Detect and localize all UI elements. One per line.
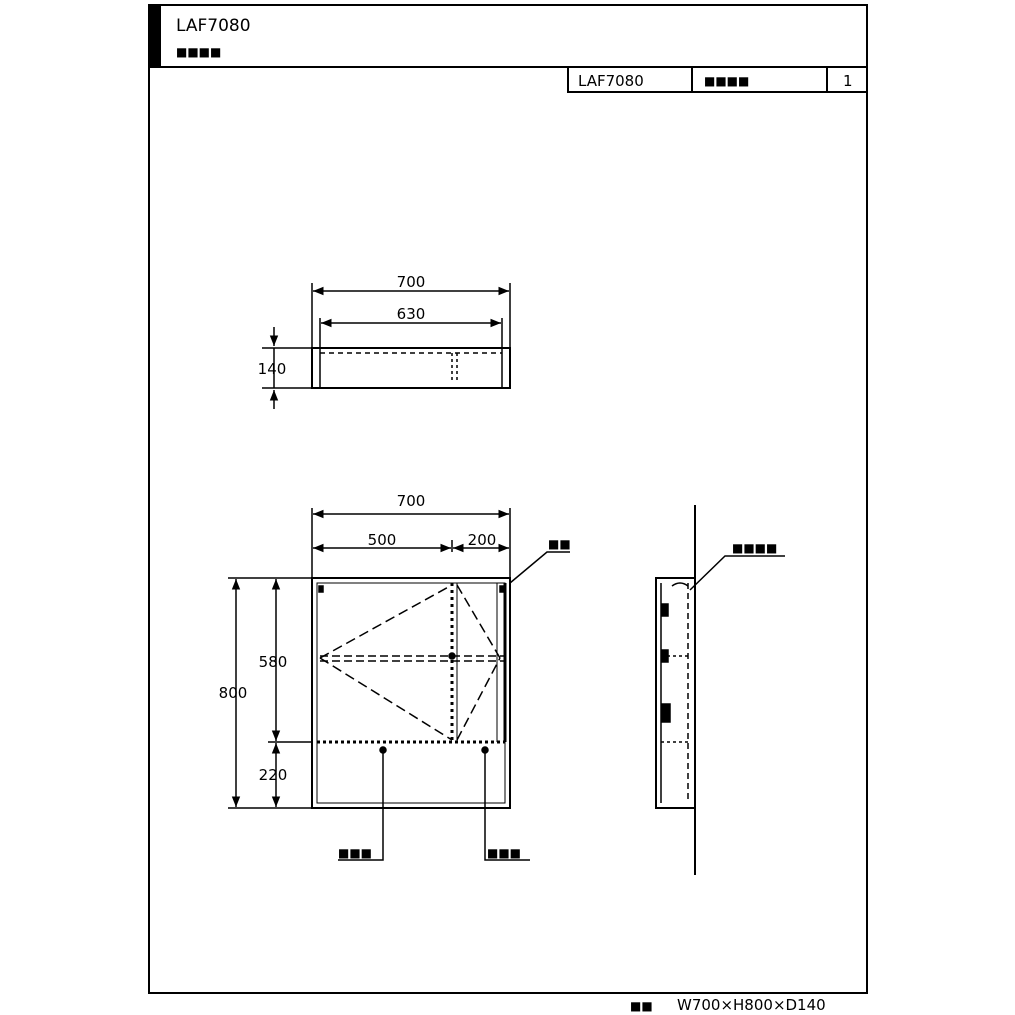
front-callout-bottom-left: ■■■ — [338, 846, 372, 860]
front-left-width-label: 500 — [368, 531, 397, 549]
table-name-cell: ■■■■ — [704, 74, 749, 88]
footer-label: ■■ — [630, 999, 653, 1013]
front-overall-width-label: 700 — [397, 492, 426, 510]
front-view — [228, 508, 570, 861]
footer-dims: W700×H800×D140 — [677, 996, 826, 1014]
front-upper-height-label: 580 — [259, 653, 288, 671]
front-right-width-label: 200 — [468, 531, 497, 549]
front-callout-top-right: ■■ — [548, 537, 571, 551]
title-model: LAF7080 — [176, 16, 251, 36]
top-overall-width-label: 700 — [397, 273, 426, 291]
title-subtitle: ■■■■ — [176, 45, 221, 59]
table-page-cell: 1 — [843, 72, 853, 90]
title-table: LAF7080 ■■■■ 1 — [567, 66, 868, 93]
front-lower-height-label: 220 — [259, 766, 288, 784]
front-overall-height-label: 800 — [219, 684, 248, 702]
top-view — [262, 283, 511, 409]
title-header: LAF7080 ■■■■ — [149, 5, 867, 68]
sheet-border — [148, 4, 868, 994]
front-callout-bottom-right: ■■■ — [487, 846, 521, 860]
top-depth-label: 140 — [258, 360, 287, 378]
footer: ■■ W700×H800×D140 — [630, 996, 826, 1014]
top-inner-width-label: 630 — [397, 305, 426, 323]
side-callout: ■■■■ — [732, 541, 777, 555]
table-model-cell: LAF7080 — [578, 72, 644, 90]
side-view — [655, 505, 785, 875]
